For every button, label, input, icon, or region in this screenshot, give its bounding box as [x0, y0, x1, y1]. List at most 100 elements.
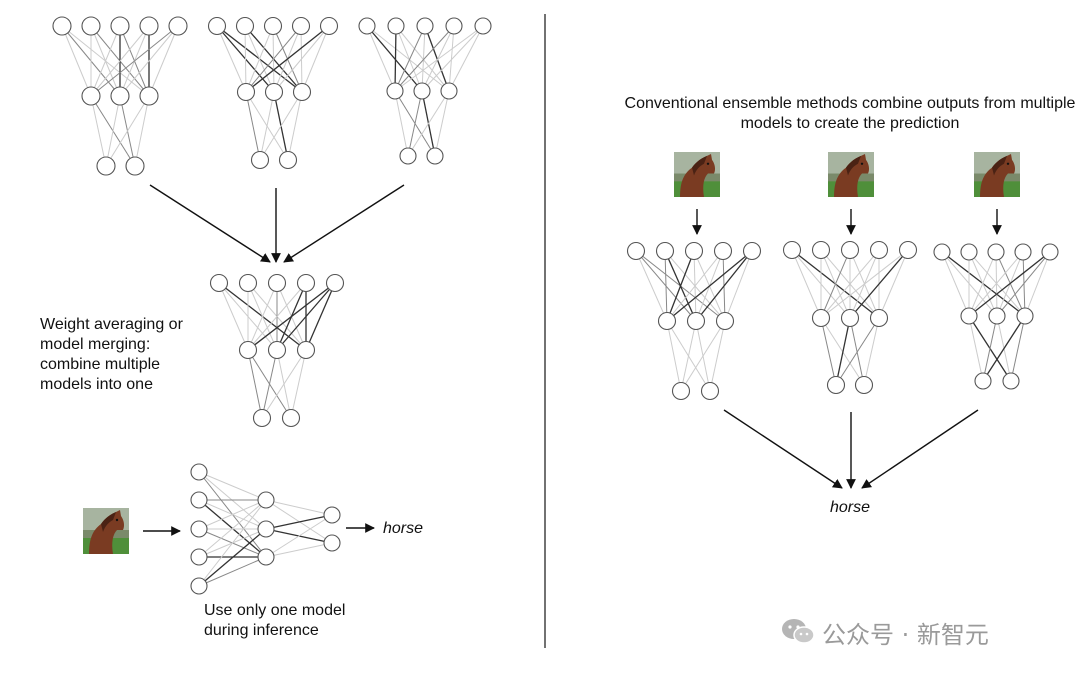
ensemble-net-1-node	[742, 241, 762, 261]
ensemble-net-1-node	[655, 241, 675, 261]
merged-net-node	[296, 273, 316, 293]
source-net-1-node	[52, 16, 72, 36]
horse-body	[980, 153, 1016, 197]
right-output-label: horse	[830, 499, 871, 516]
source-net-3-node	[416, 17, 434, 35]
merged-net-node	[252, 408, 272, 428]
network-edge	[216, 25, 247, 93]
network-edge	[982, 315, 1026, 382]
network-edge	[635, 250, 668, 322]
network-edge	[941, 251, 970, 317]
network-edge	[259, 91, 275, 161]
inference-net-node	[257, 520, 275, 538]
network-edge	[247, 282, 307, 351]
network-edge	[395, 25, 450, 92]
network-edge	[421, 25, 455, 92]
source-net-2-node	[278, 150, 298, 170]
horse-image-right-3	[974, 152, 1020, 197]
ensemble-net-3-node	[1002, 372, 1020, 390]
inference-net-node	[190, 491, 208, 509]
network-edge	[90, 25, 121, 97]
source-net-2-node	[236, 82, 256, 102]
network-edge	[835, 317, 851, 386]
network-edge	[247, 282, 278, 351]
source-net-3-node	[386, 82, 404, 100]
network-edge	[261, 349, 307, 419]
horse-body	[89, 510, 125, 554]
horse-eye	[706, 162, 710, 165]
network-edge	[968, 251, 1024, 317]
source-net-1-node	[139, 16, 159, 36]
source-net-2-node	[264, 82, 284, 102]
network-edge	[245, 25, 274, 93]
merged-net-node	[325, 273, 345, 293]
network-edge	[395, 25, 423, 92]
network-edge	[820, 249, 909, 319]
source-net-3-node	[387, 17, 405, 35]
network-edge	[265, 542, 333, 558]
horse-mane	[101, 512, 116, 532]
source-net-3-node	[358, 17, 376, 35]
flow-arrow	[723, 409, 843, 489]
ensemble-net-3-node	[1014, 243, 1032, 261]
network-edge	[849, 249, 909, 319]
ensemble-net-2-node	[811, 308, 831, 328]
ensemble-net-3-node	[974, 372, 992, 390]
source-net-3-node	[440, 82, 458, 100]
left-output-label: horse	[383, 520, 424, 537]
network-edge	[305, 282, 336, 351]
ensemble-net-3-node	[933, 243, 951, 261]
network-edge	[695, 250, 753, 322]
source-net-1-node	[81, 16, 101, 36]
flow-arrow	[861, 409, 979, 489]
network-edge	[290, 349, 307, 419]
network-edge	[666, 250, 724, 322]
network-edge	[666, 250, 695, 322]
inference-net-node	[190, 577, 208, 595]
horse-body	[834, 153, 870, 197]
merged-net-node	[238, 273, 258, 293]
ensemble-net-1-node	[715, 311, 735, 331]
horse-eye	[115, 518, 119, 522]
network-edge	[198, 499, 267, 558]
network-edge	[407, 90, 423, 157]
ensemble-net-3-node	[987, 243, 1005, 261]
source-net-2-node	[263, 16, 283, 36]
ensemble-net-1-node	[671, 381, 691, 401]
network-edge	[247, 282, 336, 351]
network-edge	[218, 282, 249, 351]
network-edge	[276, 282, 336, 351]
horse-mane	[992, 155, 1007, 176]
inference-net-node	[190, 548, 208, 566]
ensemble-net-2-node	[782, 240, 802, 260]
ensemble-net-3-node	[1041, 243, 1059, 261]
network-edge	[261, 349, 278, 419]
network-edge	[407, 90, 450, 157]
source-net-1-node	[110, 86, 130, 106]
network-edge	[724, 250, 753, 322]
horse-image-right-1	[674, 152, 720, 197]
horse-image-right-2	[828, 152, 874, 197]
network-edge	[835, 317, 880, 386]
ensemble-net-2-node	[840, 240, 860, 260]
inference-net-node	[190, 520, 208, 538]
network-edge	[90, 95, 107, 167]
merged-net-node	[281, 408, 301, 428]
network-edge	[664, 250, 668, 322]
ensemble-net-3-node	[960, 307, 978, 325]
inference-net-node	[257, 548, 275, 566]
network-edge	[198, 499, 267, 587]
network-edge	[394, 25, 397, 92]
source-net-1-node	[81, 86, 101, 106]
ensemble-net-2-node	[869, 240, 889, 260]
network-edge	[982, 315, 998, 382]
network-edge	[421, 25, 426, 92]
source-net-2-node	[292, 82, 312, 102]
network-edge	[245, 25, 302, 93]
inference-caption: Use only one model during inference	[204, 602, 346, 639]
source-net-1-node	[110, 16, 130, 36]
source-net-3-node	[445, 17, 463, 35]
ensemble-net-1-node	[713, 241, 733, 261]
inference-net-node	[190, 463, 208, 481]
network-edge	[244, 25, 247, 93]
